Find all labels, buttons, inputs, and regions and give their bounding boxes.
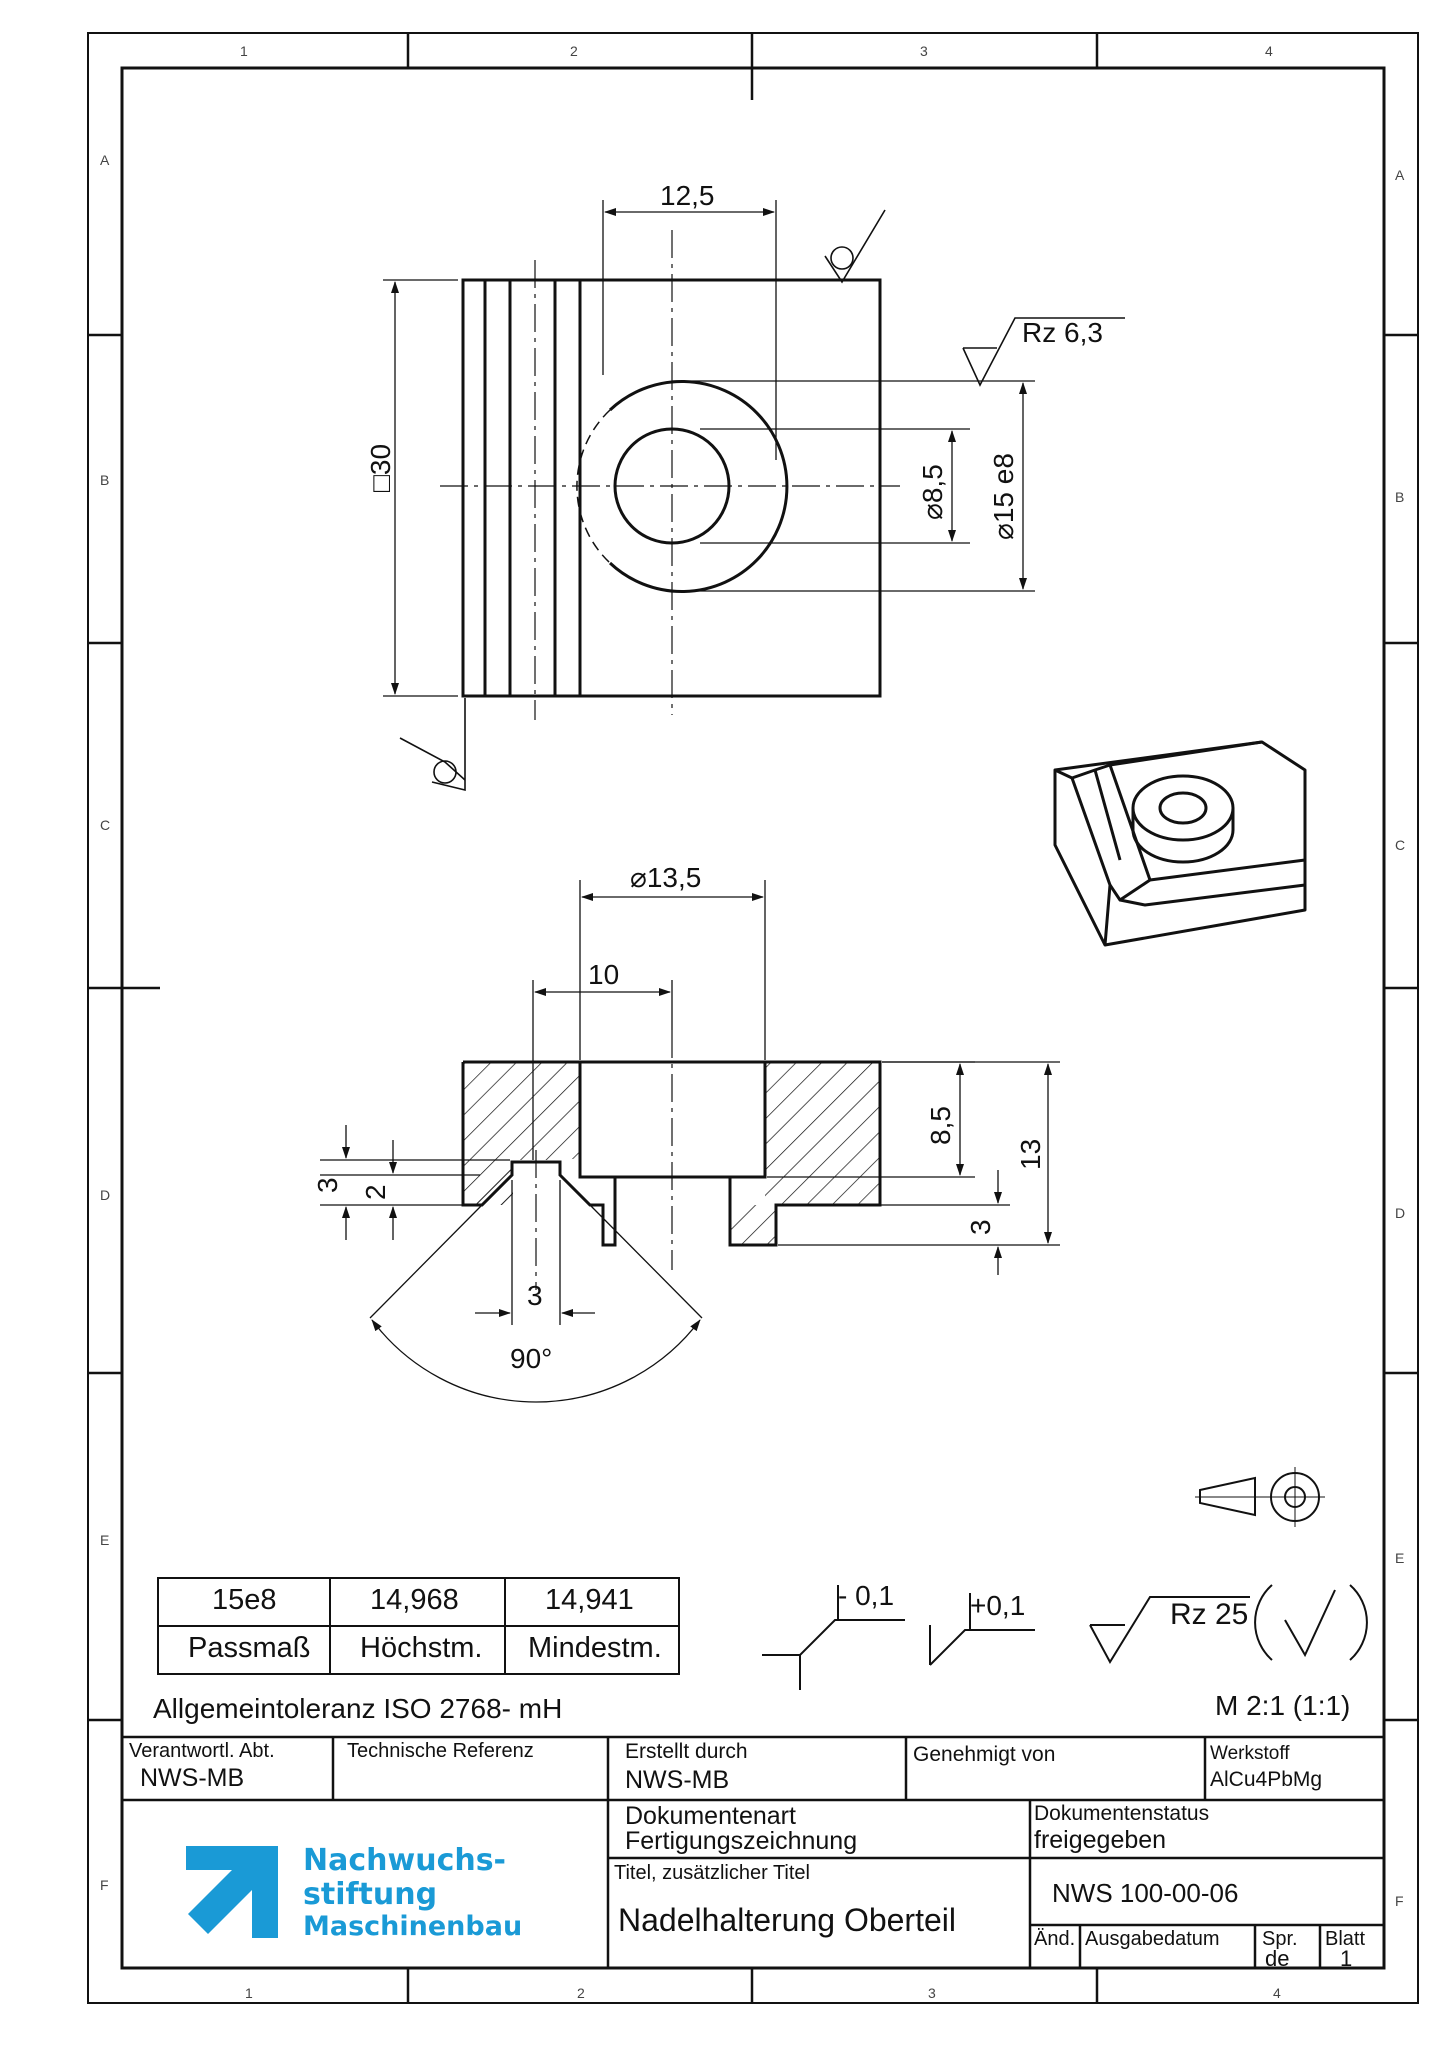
fit-value-cell: 14,941 (545, 1584, 634, 1616)
fit-header-cell: Mindestm. (528, 1632, 662, 1664)
row-label: E (1395, 1550, 1404, 1566)
created-label: Erstellt durch (625, 1740, 748, 1763)
logo-arrow-icon (186, 1846, 278, 1938)
status-label: Dokumentenstatus (1034, 1802, 1210, 1825)
lang-value: de (1265, 1946, 1290, 1971)
col-label: 2 (577, 1985, 585, 2001)
approved-label: Genehmigt von (913, 1743, 1056, 1766)
projection-symbol-icon (1195, 1467, 1325, 1527)
section-view (461, 1030, 882, 1290)
col-label: 2 (570, 43, 578, 59)
col-label: 3 (928, 1985, 936, 2001)
col-label: 1 (240, 43, 248, 59)
sheet-label: Blatt (1325, 1928, 1366, 1950)
row-label: F (100, 1877, 109, 1893)
fit-header-cell: Höchstm. (360, 1632, 483, 1664)
tech-ref-label: Technische Referenz (347, 1740, 534, 1762)
dim-height-13: 13 (1015, 1139, 1046, 1170)
logo-line-1: Nachwuchs- (303, 1843, 506, 1878)
dim-top-width: 12,5 (660, 180, 715, 211)
top-view (440, 230, 900, 720)
top-view-labels: 12,5 □30 ⌀8,5 ⌀15 e8 Rz 6,3 (365, 180, 1103, 540)
section-dimensions (320, 880, 1060, 1403)
tolerance-minus-label: - 0,1 (838, 1580, 895, 1611)
title-label: Titel, zusätzlicher Titel (614, 1862, 810, 1884)
doc-number: NWS 100-00-06 (1052, 1878, 1239, 1908)
dim-step-right: 3 (965, 1219, 996, 1235)
col-label: 1 (245, 1985, 253, 2001)
row-label: B (100, 472, 109, 488)
fit-table-grid (157, 1577, 680, 1675)
date-label: Ausgabedatum (1085, 1928, 1220, 1950)
dim-counterbore: ⌀13,5 (630, 862, 701, 893)
tolerance-symbols (762, 1584, 1368, 1690)
row-label: E (100, 1532, 109, 1548)
row-label: F (1395, 1893, 1404, 1909)
row-label: D (100, 1187, 110, 1203)
dim-bore-small: ⌀8,5 (917, 464, 948, 520)
title-block-grid (122, 1735, 1384, 1968)
status-value: freigegeben (1034, 1826, 1167, 1854)
rev-label: Änd. (1034, 1928, 1076, 1950)
fit-value-cell: 15e8 (212, 1584, 277, 1616)
lang-label: Spr. (1262, 1928, 1298, 1950)
dim-angle: 90° (510, 1343, 552, 1374)
isometric-view (1053, 740, 1307, 947)
logo-line-2: stiftung (303, 1877, 437, 1912)
dim-pin-offset: 10 (588, 959, 619, 990)
dept-label: Verantwortl. Abt. (129, 1740, 275, 1762)
dept-value: NWS-MB (140, 1764, 245, 1792)
material-label: Werkstoff (1210, 1743, 1290, 1764)
drawing-scale: M 2:1 (1:1) (1215, 1690, 1351, 1721)
row-label: C (1395, 837, 1405, 853)
outer-frame (87, 32, 1419, 2004)
dim-depth-85: 8,5 (925, 1106, 956, 1145)
dim-slot: 3 (527, 1280, 543, 1311)
dim-bore-large: ⌀15 e8 (988, 453, 1019, 540)
doctype-label: Dokumentenart (625, 1802, 796, 1830)
dim-square: □30 (365, 444, 396, 492)
general-tolerance: Allgemeintoleranz ISO 2768- mH (153, 1693, 563, 1724)
roughness-label: Rz 6,3 (1022, 317, 1103, 348)
row-label: A (100, 152, 110, 168)
row-label: C (100, 817, 110, 833)
created-value: NWS-MB (625, 1766, 730, 1794)
col-label: 3 (920, 43, 928, 59)
fit-header-cell: Passmaß (188, 1632, 311, 1664)
material-value: AlCu4PbMg (1210, 1768, 1323, 1791)
logo-line-3: Maschinenbau (303, 1911, 522, 1942)
brand-logo: Nachwuchs- stiftung Maschinenbau (186, 1843, 522, 1942)
dim-step-left: 3 (312, 1177, 343, 1193)
row-label: A (1395, 167, 1405, 183)
row-label: D (1395, 1205, 1405, 1221)
doctype-value: Fertigungszeichnung (625, 1827, 858, 1855)
col-label: 4 (1265, 43, 1273, 59)
section-labels: ⌀13,5 10 8,5 13 3 3 2 3 90° (312, 862, 1046, 1374)
fit-value-cell: 14,968 (370, 1584, 459, 1616)
top-view-dimensions (383, 200, 1125, 792)
col-label: 4 (1273, 1985, 1281, 2001)
surface-roughness-label: Rz 25 (1170, 1598, 1249, 1631)
title-value: Nadelhalterung Oberteil (618, 1902, 956, 1938)
sheet-value: 1 (1340, 1946, 1353, 1971)
grid-labels: 1 2 3 4 1 2 3 4 A B C D E F A B C D E F (100, 43, 1405, 2001)
dim-step-2: 2 (360, 1184, 391, 1200)
row-label: B (1395, 489, 1404, 505)
tolerance-plus-label: +0,1 (970, 1590, 1026, 1621)
